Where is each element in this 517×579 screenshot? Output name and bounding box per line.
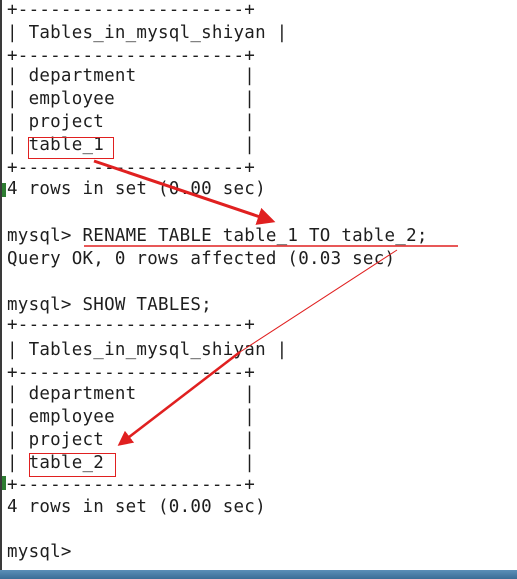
table-row-project: | project | xyxy=(7,430,256,450)
show-tables-command: mysql> SHOW TABLES; xyxy=(7,295,212,315)
arrow-to-table-2 xyxy=(117,351,241,446)
table-row-table-2: | table_2 | xyxy=(7,453,256,473)
query-ok-message: Query OK, 0 rows affected (0.03 sec) xyxy=(7,249,396,269)
table-row-department: | department | xyxy=(7,384,256,404)
table-row-employee: | employee | xyxy=(7,407,256,427)
table-border-mid: +---------------------+ xyxy=(7,363,256,383)
result-summary: 4 rows in set (0.00 sec) xyxy=(7,497,266,517)
table-header: | Tables_in_mysql_shiyan | xyxy=(7,23,288,43)
table-header: | Tables_in_mysql_shiyan | xyxy=(7,340,288,360)
highlight-box-table-1 xyxy=(28,137,114,159)
window-edge-marker xyxy=(2,476,6,490)
mysql-prompt[interactable]: mysql> xyxy=(7,542,72,562)
leader-line xyxy=(239,249,398,353)
result-summary: 4 rows in set (0.00 sec) xyxy=(7,179,266,199)
table-border-mid: +---------------------+ xyxy=(7,46,256,66)
table-border-bottom: +---------------------+ xyxy=(7,158,256,178)
table-row-project: | project | xyxy=(7,112,256,132)
table-row-table-1: | table_1 | xyxy=(7,135,256,155)
table-border-bottom: +---------------------+ xyxy=(7,475,256,495)
table-border-top: +---------------------+ xyxy=(7,0,256,20)
highlight-box-table-2 xyxy=(29,453,116,477)
window-edge-marker xyxy=(2,183,6,197)
table-row-employee: | employee | xyxy=(7,89,256,109)
taskbar xyxy=(0,570,517,579)
table-border-top: +---------------------+ xyxy=(7,315,256,335)
arrow-to-command xyxy=(93,159,276,225)
rename-command: mysql> RENAME TABLE table_1 TO table_2; xyxy=(7,226,428,246)
table-row-department: | department | xyxy=(7,66,256,86)
